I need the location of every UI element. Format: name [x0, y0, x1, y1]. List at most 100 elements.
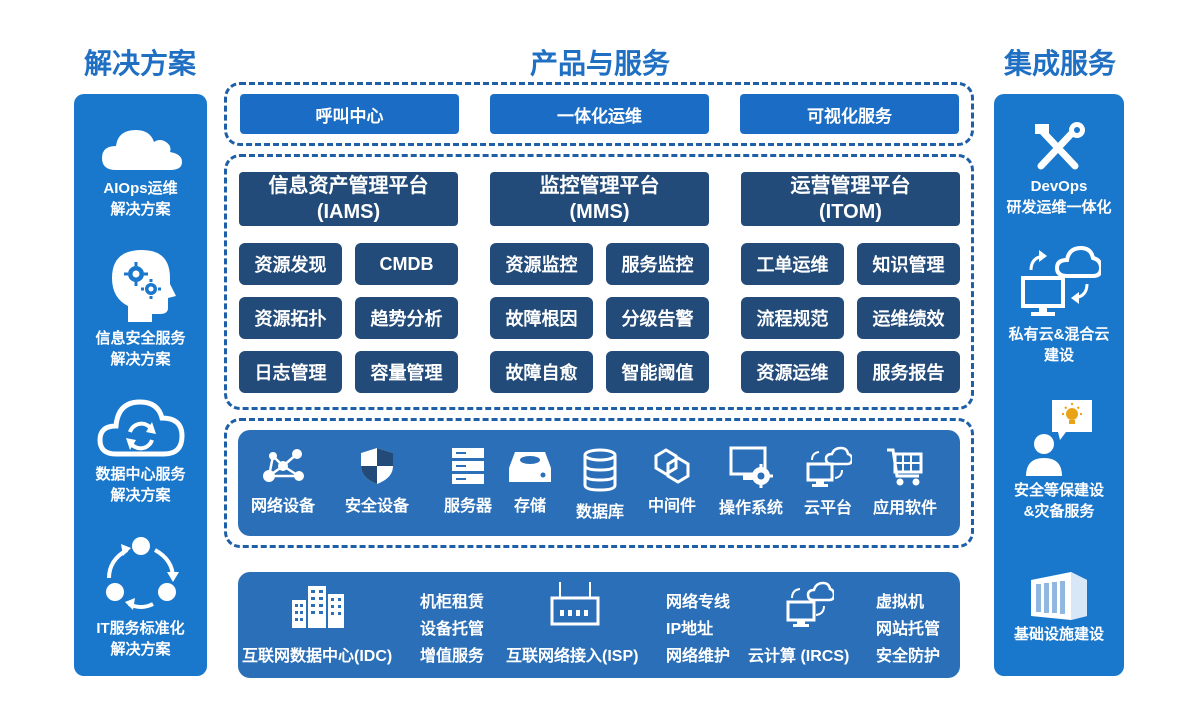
- infra-label: 应用软件: [872, 500, 937, 517]
- cloud-sync-icon: [96, 399, 185, 457]
- ircs-item: 网站托管: [876, 621, 941, 638]
- platform-title-itom[interactable]: 运营管理平台 (ITOM): [741, 172, 960, 226]
- middleware-icon: [654, 448, 690, 484]
- infra-label: 服务器: [443, 498, 492, 515]
- infra-security[interactable]: 安全设备: [334, 446, 420, 516]
- solution-it-standard[interactable]: IT服务标准化解决方案: [74, 534, 207, 660]
- integration-label-line1: 安全等保建设: [1013, 482, 1104, 499]
- module-item[interactable]: 故障根因: [490, 297, 593, 339]
- solution-aiops[interactable]: AIOps运维解决方案: [74, 124, 207, 220]
- infra-label: 数据库: [575, 504, 624, 521]
- platform-name: 监控管理平台: [539, 175, 660, 197]
- infra-cloud-platform[interactable]: 云平台: [796, 446, 860, 518]
- module-item[interactable]: CMDB: [355, 243, 458, 285]
- security-person-icon: [1026, 400, 1092, 476]
- platform-title-iams[interactable]: 信息资产管理平台 (IAMS): [239, 172, 458, 226]
- router-icon: [550, 582, 600, 626]
- right-column-title: 集成服务: [1003, 48, 1116, 79]
- module-item[interactable]: 资源监控: [490, 243, 593, 285]
- module-item[interactable]: 容量管理: [355, 351, 458, 393]
- module-item[interactable]: 趋势分析: [355, 297, 458, 339]
- module-item[interactable]: 服务报告: [857, 351, 960, 393]
- integration-label-line1: 基础设施建设: [1013, 626, 1104, 643]
- hybrid-cloud-icon: [1021, 245, 1101, 316]
- infra-label: 云平台: [803, 500, 852, 517]
- infra-storage[interactable]: 存储: [504, 446, 556, 516]
- solution-label-line1: 数据中心服务: [95, 466, 186, 483]
- module-item[interactable]: 资源发现: [239, 243, 342, 285]
- cloud-icon: [101, 130, 182, 170]
- server-icon: [452, 448, 484, 484]
- module-item[interactable]: 流程规范: [741, 297, 844, 339]
- solution-label-line1: IT服务标准化: [96, 620, 185, 637]
- ircs-item: 虚拟机: [876, 594, 925, 611]
- datacenter-building-icon: [1031, 572, 1087, 620]
- platform-name: 信息资产管理平台: [268, 175, 429, 197]
- integration-security-backup[interactable]: 安全等保建设&灾备服务: [994, 396, 1124, 522]
- idc-item: 设备托管: [420, 621, 485, 638]
- idc-item: 机柜租赁: [420, 594, 485, 611]
- module-item[interactable]: 智能阈值: [606, 351, 709, 393]
- platforms-group: [224, 154, 974, 410]
- shield-icon: [361, 448, 393, 484]
- platform-code: (IAMS): [316, 201, 381, 223]
- isp-item: 网络专线: [666, 594, 731, 611]
- module-item[interactable]: 日志管理: [239, 351, 342, 393]
- infra-app-software[interactable]: 应用软件: [864, 446, 946, 518]
- solution-label-line1: AIOps运维: [103, 180, 178, 197]
- module-item[interactable]: 资源拓扑: [239, 297, 342, 339]
- left-column-title: 解决方案: [83, 48, 196, 79]
- cycle-icon: [105, 537, 179, 610]
- infra-label: 存储: [513, 498, 546, 515]
- platform-code: (ITOM): [819, 201, 882, 223]
- infra-database[interactable]: 数据库: [568, 448, 632, 522]
- integration-label-line2: 研发运维一体化: [1006, 199, 1112, 216]
- module-item[interactable]: 分级告警: [606, 297, 709, 339]
- module-item[interactable]: 运维绩效: [857, 297, 960, 339]
- center-column-title: 产品与服务: [529, 48, 670, 79]
- top-services-group: [224, 82, 974, 146]
- solution-datacenter[interactable]: 数据中心服务解决方案: [74, 396, 207, 506]
- idc-label[interactable]: 互联网数据中心(IDC): [242, 648, 393, 665]
- integration-hybrid-cloud[interactable]: 私有云&混合云建设: [994, 244, 1124, 366]
- infrastructure-group: [224, 418, 974, 548]
- service-visualization[interactable]: 可视化服务: [740, 94, 959, 134]
- infra-network[interactable]: 网络设备: [248, 446, 318, 516]
- service-integrated-ops[interactable]: 一体化运维: [490, 94, 709, 134]
- platform-title-mms[interactable]: 监控管理平台 (MMS): [490, 172, 709, 226]
- infra-server[interactable]: 服务器: [434, 446, 502, 516]
- infrastructure-panel: 网络设备 安全设备 服务器 存储: [238, 430, 960, 536]
- infra-label: 中间件: [647, 498, 696, 515]
- head-gears-icon: [111, 250, 176, 322]
- infra-label: 安全设备: [344, 498, 409, 515]
- integration-label-line1: 私有云&混合云: [1008, 326, 1110, 343]
- module-item[interactable]: 故障自愈: [490, 351, 593, 393]
- ircs-label[interactable]: 云计算 (IRCS): [748, 648, 850, 665]
- module-item[interactable]: 知识管理: [857, 243, 960, 285]
- solution-security[interactable]: 信息安全服务解决方案: [74, 244, 207, 370]
- service-call-center[interactable]: 呼叫中心: [240, 94, 459, 134]
- infra-middleware[interactable]: 中间件: [642, 446, 702, 516]
- storage-icon: [509, 452, 551, 482]
- infra-os[interactable]: 操作系统: [712, 446, 790, 518]
- module-item[interactable]: 资源运维: [741, 351, 844, 393]
- integration-infrastructure[interactable]: 基础设施建设: [994, 568, 1124, 645]
- ircs-item: 安全防护: [876, 648, 941, 665]
- integration-label-line2: 建设: [1043, 347, 1074, 364]
- module-item[interactable]: 服务监控: [606, 243, 709, 285]
- cloud-platform-icon: [806, 446, 852, 487]
- database-icon: [583, 448, 617, 492]
- isp-item: IP地址: [666, 621, 714, 638]
- module-item[interactable]: 工单运维: [741, 243, 844, 285]
- building-icon: [292, 586, 344, 628]
- cloud-computer-icon: [786, 581, 834, 627]
- solution-label-line2: 解决方案: [110, 487, 171, 504]
- solution-label-line2: 解决方案: [110, 201, 171, 218]
- solution-label-line2: 解决方案: [110, 641, 171, 658]
- infra-label: 操作系统: [718, 500, 783, 517]
- idc-item: 增值服务: [420, 648, 485, 665]
- platform-code: (MMS): [569, 201, 630, 223]
- isp-label[interactable]: 互联网络接入(ISP): [506, 648, 639, 665]
